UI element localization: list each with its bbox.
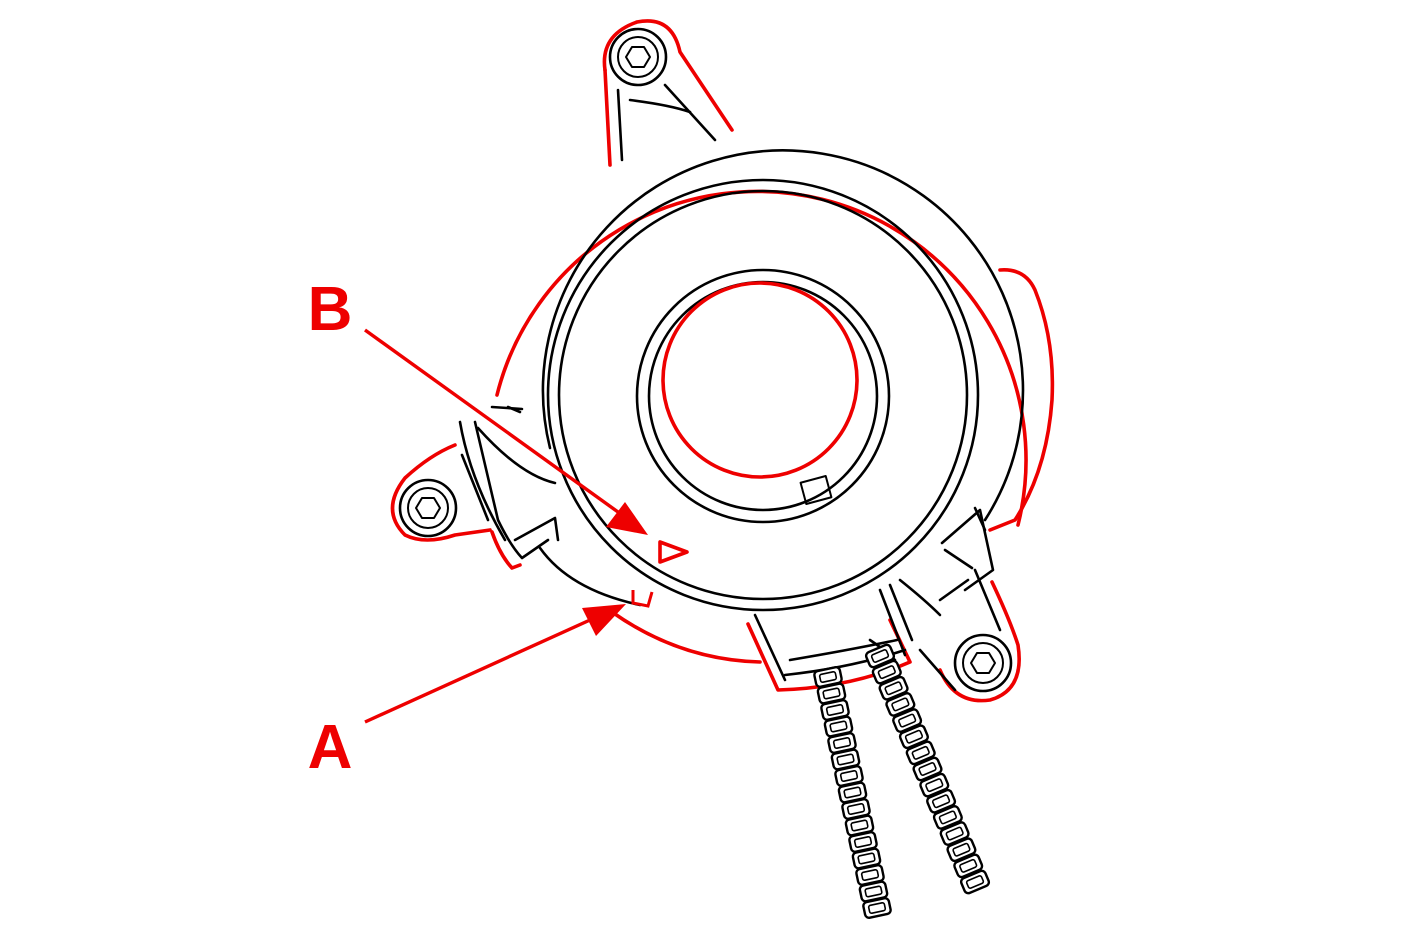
right-bracket xyxy=(938,506,995,602)
bearing-bore xyxy=(661,281,859,479)
wire-bead-inner xyxy=(836,753,855,766)
wire-bead-inner xyxy=(860,868,880,882)
wire-sleeve-left xyxy=(813,666,892,919)
wire-connector xyxy=(746,578,942,692)
wire-bead-inner xyxy=(832,736,852,750)
wire-bead-inner xyxy=(918,762,937,776)
wire-bead-inner xyxy=(818,670,838,684)
wire-bead-inner xyxy=(857,852,876,865)
left-bracket xyxy=(473,405,642,607)
wire-bead-inner xyxy=(884,681,903,696)
hex-bolt-icon xyxy=(415,497,441,519)
wire-bead-inner xyxy=(867,901,887,915)
wire-bead-inner xyxy=(825,703,845,717)
wire-bead-inner xyxy=(843,786,862,799)
wire-bead-inner xyxy=(850,819,869,832)
hex-bolt-icon xyxy=(625,46,651,68)
wire-bead-inner xyxy=(898,713,917,728)
wire-bead-inner xyxy=(891,697,910,712)
wire-bead-inner xyxy=(938,810,957,825)
wire-bead-inner xyxy=(870,649,890,663)
wire-bead-inner xyxy=(911,745,930,760)
wire-bead-inner xyxy=(931,794,951,809)
label-a: A xyxy=(308,713,353,782)
wire-bead-inner xyxy=(877,665,896,680)
wire-bead-inner xyxy=(904,729,924,744)
wire-bead-inner xyxy=(959,858,978,873)
callout-b-arrow xyxy=(364,328,648,535)
wire-bead-inner xyxy=(925,778,944,793)
callout-a-arrow xyxy=(364,604,626,724)
mounting-tab-left xyxy=(390,443,492,542)
wire-bead-inner xyxy=(952,842,971,857)
wire-bead-inner xyxy=(822,687,841,700)
label-b: B xyxy=(308,275,353,344)
alignment-mark-a-notch-icon xyxy=(631,590,654,608)
mounting-tab-top xyxy=(602,19,734,167)
wire-bead-inner xyxy=(965,875,985,889)
body-rings xyxy=(541,149,1025,612)
mounting-tab-bottom-right xyxy=(918,568,1021,703)
wire-bead-inner xyxy=(829,720,848,733)
wire-bead-inner xyxy=(945,826,964,841)
hex-bolt-icon xyxy=(970,652,996,674)
wire-sleeve-right xyxy=(864,643,991,895)
wire-bead-inner xyxy=(839,769,859,783)
wire-bead-inner xyxy=(853,835,873,849)
alignment-mark-b-triangle-icon xyxy=(658,540,689,564)
wire-bead-inner xyxy=(864,885,883,898)
wire-bead-inner xyxy=(846,802,866,816)
